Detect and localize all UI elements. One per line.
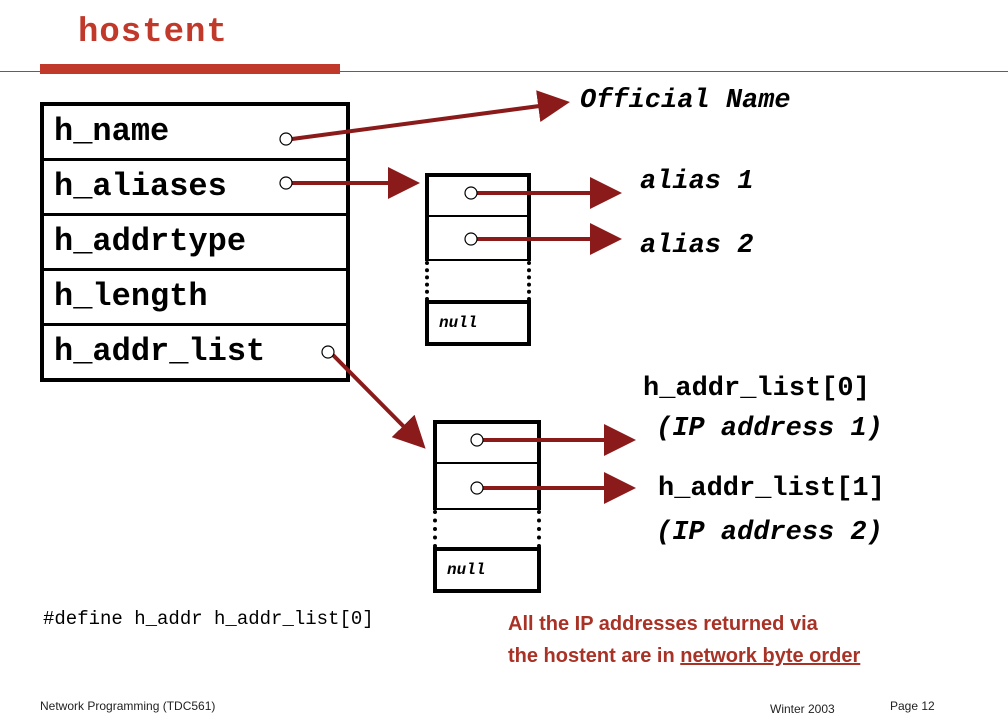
label-addr-1: h_addr_list[1] xyxy=(658,474,885,504)
field-h-name: h_name xyxy=(44,106,346,161)
label-alias-1: alias 1 xyxy=(640,167,754,197)
note-line-1: All the IP addresses returned via xyxy=(508,613,818,635)
note-line-2-underlined: network byte order xyxy=(680,645,861,667)
pointer-dot-alias-1 xyxy=(464,186,478,200)
field-h-addrtype: h_addrtype xyxy=(44,216,346,271)
pointer-dot-alias-2 xyxy=(464,232,478,246)
field-h-length: h_length xyxy=(44,271,346,326)
label-addr-1-sub: (IP address 2) xyxy=(656,518,883,548)
addr-null-cell: null xyxy=(433,547,541,593)
pointer-dot-h-aliases xyxy=(279,176,293,190)
addr-gap xyxy=(433,510,541,548)
arrow-h-addr-list xyxy=(331,353,426,449)
header-rule xyxy=(0,71,1008,72)
note-line-2-prefix: the hostent are in xyxy=(508,645,681,667)
aliases-null-cell: null xyxy=(425,300,531,346)
footer-course: Network Programming (TDC561) xyxy=(40,699,216,713)
pointer-dot-addr-1 xyxy=(470,481,484,495)
arrow-h-name xyxy=(291,90,570,141)
define-statement: #define h_addr h_addr_list[0] xyxy=(43,608,374,630)
aliases-gap xyxy=(425,261,531,301)
footer-page: Page 12 xyxy=(890,699,935,713)
pointer-dot-addr-0 xyxy=(470,433,484,447)
label-addr-0: h_addr_list[0] xyxy=(643,374,870,404)
label-official-name: Official Name xyxy=(580,86,791,116)
note-line-2: the hostent are in network byte order xyxy=(508,640,860,672)
byte-order-note: All the IP addresses returned via the ho… xyxy=(508,608,860,672)
footer-term: Winter 2003 xyxy=(770,702,835,716)
pointer-dot-h-name xyxy=(279,132,293,146)
hostent-struct: h_name h_aliases h_addrtype h_length h_a… xyxy=(40,102,350,382)
field-h-addr-list: h_addr_list xyxy=(54,333,266,370)
header-accent-bar xyxy=(40,64,340,74)
label-alias-2: alias 2 xyxy=(640,231,754,261)
pointer-dot-h-addr-list xyxy=(321,345,335,359)
label-addr-0-sub: (IP address 1) xyxy=(656,414,883,444)
aliases-null-label: null xyxy=(439,314,478,332)
field-h-aliases: h_aliases xyxy=(44,161,346,216)
addr-null-label: null xyxy=(447,561,486,579)
slide-title: hostent xyxy=(78,14,228,52)
